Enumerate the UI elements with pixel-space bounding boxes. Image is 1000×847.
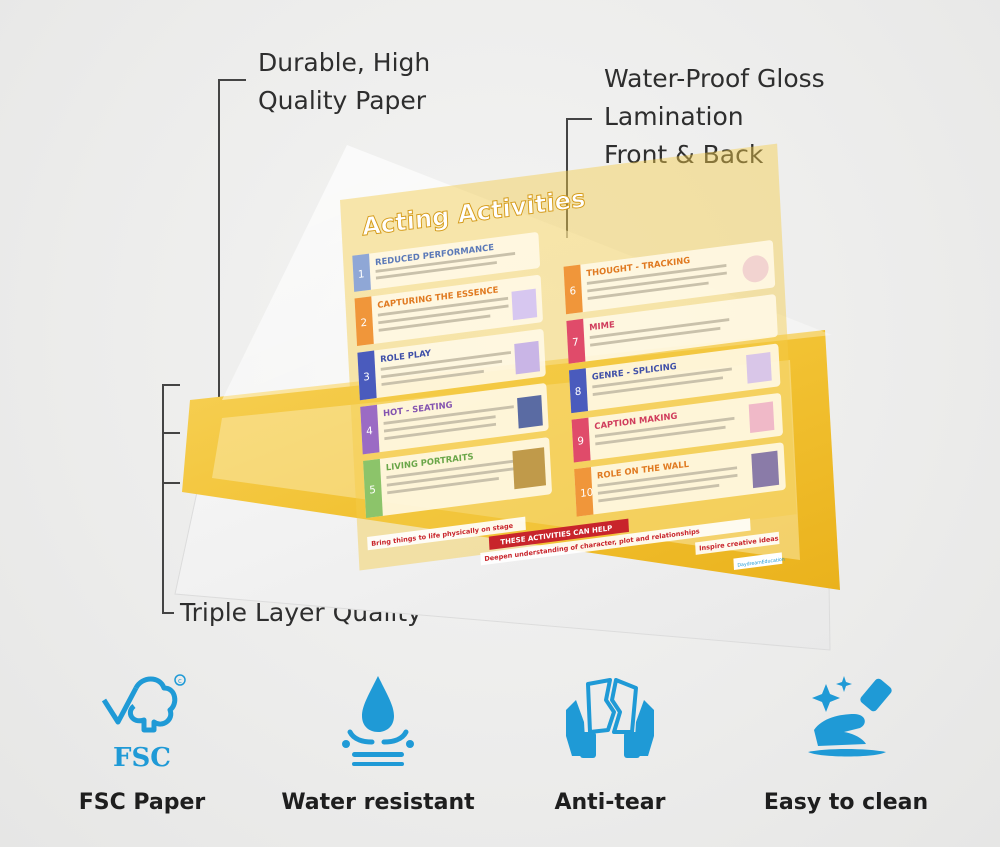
water-drop-icon <box>328 670 428 770</box>
triple-tick-top <box>162 384 180 386</box>
poster-item-10: 10 ROLE ON THE WALL <box>574 442 786 517</box>
lamination-callout-line1: Water-Proof Gloss <box>604 64 825 93</box>
feature-label: Anti-tear <box>554 790 666 815</box>
poster-item-num: 8 <box>575 386 582 399</box>
poster-item-num: 4 <box>366 425 374 438</box>
poster-item-num: 5 <box>369 484 376 497</box>
poster-item-num: 1 <box>358 268 365 281</box>
poster-item-1: 1 REDUCED PERFORMANCE <box>352 232 541 292</box>
poster-item-8: 8 GENRE - SPLICING <box>569 343 781 414</box>
poster-item-2: 2 CAPTURING THE ESSENCE <box>354 274 543 347</box>
feature-label: Easy to clean <box>763 790 929 815</box>
feature-easy-clean: Easy to clean <box>736 670 956 815</box>
poster-item-3: 3 ROLE PLAY <box>357 329 546 401</box>
paper-callout-line1: Durable, High <box>258 48 431 77</box>
feature-water-resistant: Water resistant <box>268 670 488 815</box>
poster-right-list: 6 THOUGHT - TRACKING 7 MIME 8 GENRE - SP… <box>563 240 786 517</box>
poster-item-num: 3 <box>363 371 370 384</box>
triple-tick-low <box>162 482 180 484</box>
easy-clean-icon <box>796 670 896 770</box>
poster-left-list: 1 REDUCED PERFORMANCE 2 CAPTURING THE ES… <box>352 232 552 519</box>
lamination-callout: Water-Proof Gloss Lamination Front & Bac… <box>604 60 825 174</box>
poster-item-num: 2 <box>360 317 367 330</box>
paper-leader-h <box>218 79 246 81</box>
fsc-icon: c FSC <box>92 670 192 773</box>
lamination-leader-v <box>566 118 568 238</box>
poster-item-num: 7 <box>572 336 579 349</box>
poster-content: Acting Activities 1 REDUCED PERFORMANCE … <box>340 143 797 571</box>
lamination-callout-line2: Lamination <box>604 102 744 131</box>
triple-tick-mid <box>162 432 180 434</box>
feature-label: Water resistant <box>281 790 475 815</box>
poster-item-num: 6 <box>569 285 576 298</box>
paper-callout: Durable, High Quality Paper <box>258 44 430 120</box>
lamination-leader-h <box>566 118 592 120</box>
triple-leader-v <box>162 384 164 614</box>
feature-anti-tear: Anti-tear <box>500 670 720 815</box>
poster-item-heading: MIME <box>589 320 615 333</box>
poster-item-num: 9 <box>577 435 584 448</box>
paper-leader-v <box>218 79 220 397</box>
poster-item-6: 6 THOUGHT - TRACKING <box>563 240 776 315</box>
anti-tear-icon <box>560 670 660 770</box>
triple-tick-bottom <box>162 612 174 614</box>
feature-label: FSC Paper <box>78 790 206 815</box>
poster-item-9: 9 CAPTION MAKING <box>571 393 783 463</box>
lamination-callout-line3: Front & Back <box>604 140 764 169</box>
poster-item-num: 10 <box>580 486 594 500</box>
poster-item-7: 7 MIME <box>566 294 778 364</box>
poster-layers-illustration: Acting Activities 1 REDUCED PERFORMANCE … <box>174 143 840 651</box>
svg-text:c: c <box>178 677 182 685</box>
poster-item-4: 4 HOT - SEATING <box>360 383 549 455</box>
fsc-mark-text: FSC <box>113 743 171 770</box>
feature-fsc: c FSC FSC Paper <box>32 670 252 815</box>
paper-callout-line2: Quality Paper <box>258 86 427 115</box>
poster-item-5: 5 LIVING PORTRAITS <box>363 437 552 519</box>
